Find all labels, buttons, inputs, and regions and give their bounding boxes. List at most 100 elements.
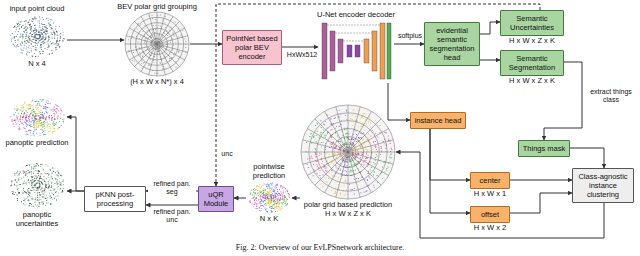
scan-points: [10, 108, 64, 129]
node-label: uQR Module: [202, 190, 230, 208]
edge-label: refined pan. unc: [148, 208, 196, 224]
node-label: evidential semantic segmentation head: [428, 26, 476, 62]
box-outline: evidential semantic segmentation head: [424, 22, 480, 66]
grid-disc: [125, 12, 189, 76]
scan-points: [14, 18, 64, 57]
connector: [67, 191, 84, 192]
uncertainty-image: panoptic uncertainties: [2, 160, 72, 228]
layer-bar: [372, 31, 377, 71]
box-outline: offset: [470, 206, 510, 223]
connector: [430, 129, 470, 213]
node-label: Class-agnostic instance clustering: [576, 172, 630, 199]
connector: [67, 117, 84, 191]
output-box: Semantic Uncertainties H x W x Z x K: [500, 10, 564, 45]
connector: [394, 44, 424, 45]
connector: [292, 198, 300, 199]
node-label: Semantic Uncertainties: [504, 14, 560, 32]
connector: [388, 83, 410, 120]
figure-graphic: [246, 180, 292, 214]
connector: [146, 205, 198, 206]
edge-label: extract things class: [586, 88, 636, 104]
node-label: Things mask: [523, 144, 566, 153]
figure-frame: [318, 19, 394, 83]
connector: [480, 60, 500, 61]
node-label: input point cloud: [10, 4, 65, 13]
node-label: center: [480, 176, 501, 185]
connector: [234, 198, 246, 199]
figure-graphic: [7, 13, 67, 59]
layer-bar: [347, 45, 352, 57]
layer-bar: [355, 45, 360, 57]
box-outline: Semantic Uncertainties: [500, 10, 564, 36]
node-label: panoptic prediction: [6, 138, 69, 147]
encoder-box: PointNet based polar BEV encoder: [222, 30, 282, 65]
node-label: pointwise prediction: [244, 162, 294, 180]
scan-points: [11, 164, 63, 207]
scan-points: [253, 184, 286, 212]
scan-points: [254, 184, 283, 211]
figure-graphic: [7, 160, 67, 210]
layer-bar: [380, 23, 385, 79]
node-label: H x W x Z x K: [509, 36, 555, 45]
connector: [430, 129, 470, 180]
figure-graphic: [124, 11, 190, 77]
layer-bar: [338, 39, 343, 63]
figure-frame: [300, 104, 396, 200]
box-outline: instance head: [410, 112, 466, 129]
pointwise-image: pointwise prediction N x K: [244, 162, 294, 223]
figure-graphic: [300, 104, 396, 200]
connector-group: [67, 4, 604, 238]
layer-bar: [364, 39, 369, 63]
figure-frame: [7, 13, 67, 59]
edge-label: softplus: [396, 32, 424, 40]
scan-points: [11, 16, 61, 57]
polar-grid-figure: BEV polar grid grouping(H x W x N*) x 4: [112, 2, 202, 86]
node-label: pKNN post-processing: [88, 190, 142, 208]
connector: [510, 180, 572, 181]
layer-bar: [330, 31, 335, 71]
node-label: offset: [481, 210, 499, 219]
box-outline: Class-agnostic instance clustering: [572, 168, 634, 203]
connector: [570, 148, 604, 168]
box-outline: Things mask: [518, 140, 570, 157]
grid-disc: [301, 105, 395, 199]
box-outline: Semantic Segmentation: [500, 50, 564, 76]
node-label: PointNet based polar BEV encoder: [226, 34, 278, 61]
node-label: polar grid based prediction: [304, 200, 392, 209]
box-outline: pKNN post-processing: [84, 186, 146, 212]
edge-label: unc: [219, 150, 235, 158]
mask-box: Things mask: [518, 140, 570, 157]
scan-points: [11, 163, 62, 207]
polar-prediction-figure: polar grid based predictionH x W x Z x K: [292, 104, 404, 218]
node-label: Semantic Segmentation: [504, 54, 560, 72]
scan-points: [12, 17, 65, 57]
output-box: offsetH x W x 2: [470, 206, 510, 232]
scan-points: [18, 100, 60, 135]
node-label: N x K: [260, 214, 278, 223]
polar-grid-lines: [125, 12, 189, 76]
connector: [282, 47, 318, 48]
box-outline: PointNet based polar BEV encoder: [222, 30, 282, 65]
process-box: pKNN post-processing: [84, 186, 146, 212]
node-label: H x W x 1: [474, 189, 507, 198]
node-label: (H x W x N*) x 4: [130, 77, 184, 86]
connector: [510, 193, 572, 213]
node-label: H x W x Z x K: [325, 209, 371, 218]
scan-points: [10, 17, 63, 57]
connector: [480, 22, 500, 34]
figure-graphic: [7, 96, 67, 138]
node-label: instance head: [415, 116, 462, 125]
edge-label: HxWx512: [284, 51, 320, 59]
head-box: instance head: [410, 112, 466, 129]
connector: [190, 44, 222, 45]
head-box: evidential semantic segmentation head: [424, 22, 480, 66]
figure-caption: Fig. 2: Overview of our EvLPSnetwork arc…: [0, 243, 640, 253]
panoptic-image: panoptic prediction: [2, 96, 72, 147]
process-box: Class-agnostic instance clustering: [572, 168, 634, 203]
point-cloud-image: input point cloudN x 4: [2, 4, 72, 68]
node-label: panoptic uncertainties: [2, 210, 72, 228]
connector: [67, 40, 124, 41]
scan-points: [14, 163, 64, 206]
